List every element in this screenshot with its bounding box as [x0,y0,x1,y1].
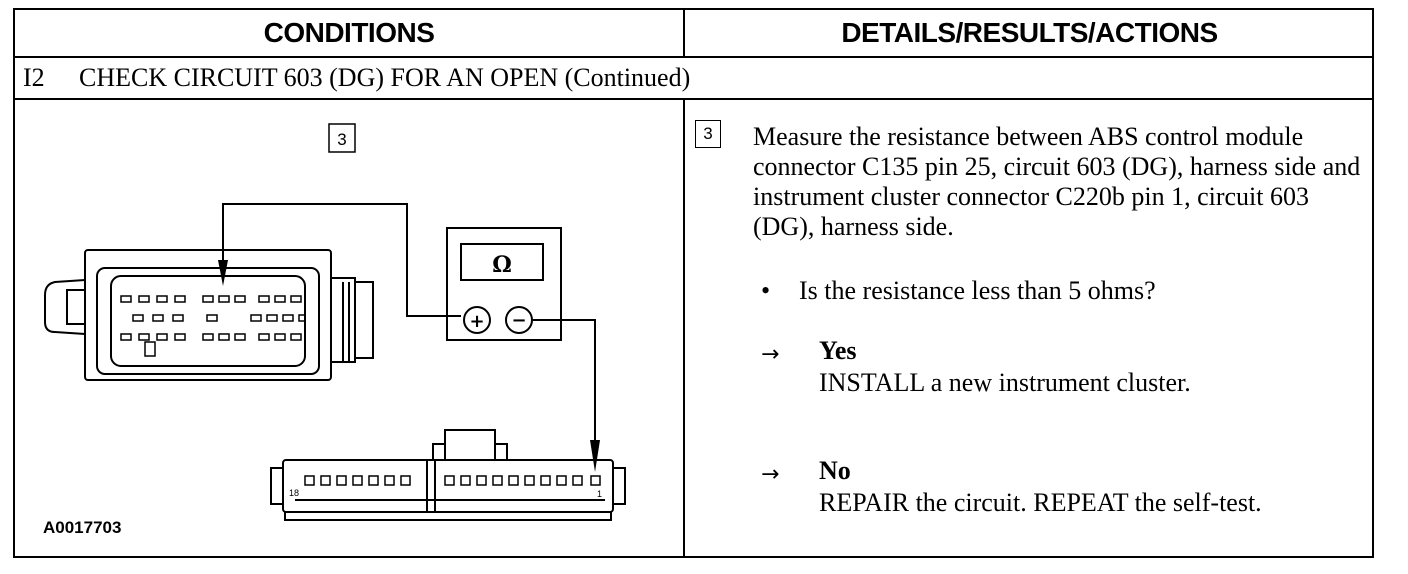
no-arrow: → [761,462,780,487]
actions-panel: 3 Measure the resistance between ABS con… [685,100,1374,558]
connector-diagram: 3 [15,100,683,558]
pin-label-18: 18 [289,488,299,498]
test-lead-positive [222,203,461,317]
ohmmeter: Ω + − [446,227,562,341]
action-step-box: 3 [695,120,721,148]
minus-sign: − [511,310,526,331]
yes-label: Yes [819,336,857,365]
abs-connector-c135 [44,249,374,381]
yes-action: INSTALL a new instrument cluster. [819,368,1191,397]
step-divider [15,98,1372,100]
diagnostic-table: CONDITIONS DETAILS/RESULTS/ACTIONS I2 CH… [13,8,1374,558]
pin-label-1: 1 [597,489,602,499]
measure-instruction: Measure the resistance between ABS contr… [753,122,1361,241]
column-divider [683,98,685,558]
header-divider [15,56,1372,58]
no-label: No [819,456,851,485]
step-number: I2 [23,63,45,92]
resistance-question: Is the resistance less than 5 ohms? [799,276,1156,305]
test-lead-negative [532,319,596,444]
probe-tip-c135 [218,260,228,286]
yes-arrow: → [761,342,780,367]
figure-id: A0017703 [43,518,122,537]
diagram-step-box [328,123,356,153]
step-title: CHECK CIRCUIT 603 (DG) FOR AN OPEN (Cont… [79,63,691,92]
wiring-illustration: 3 [44,123,626,521]
meter-plus-terminal [463,306,491,334]
diagram-step-number: 3 [337,130,346,149]
cluster-connector-c220b [270,429,626,521]
conditions-header: CONDITIONS [15,10,685,56]
ohm-symbol: Ω [492,252,512,278]
plus-sign: + [469,311,484,332]
no-action: REPAIR the circuit. REPEAT the self-test… [819,488,1262,517]
details-header: DETAILS/RESULTS/ACTIONS [841,17,1218,48]
question-bullet: • [761,276,771,305]
probe-tip-c220b [590,440,600,472]
step-title-row: I2 CHECK CIRCUIT 603 (DG) FOR AN OPEN (C… [15,58,1372,98]
